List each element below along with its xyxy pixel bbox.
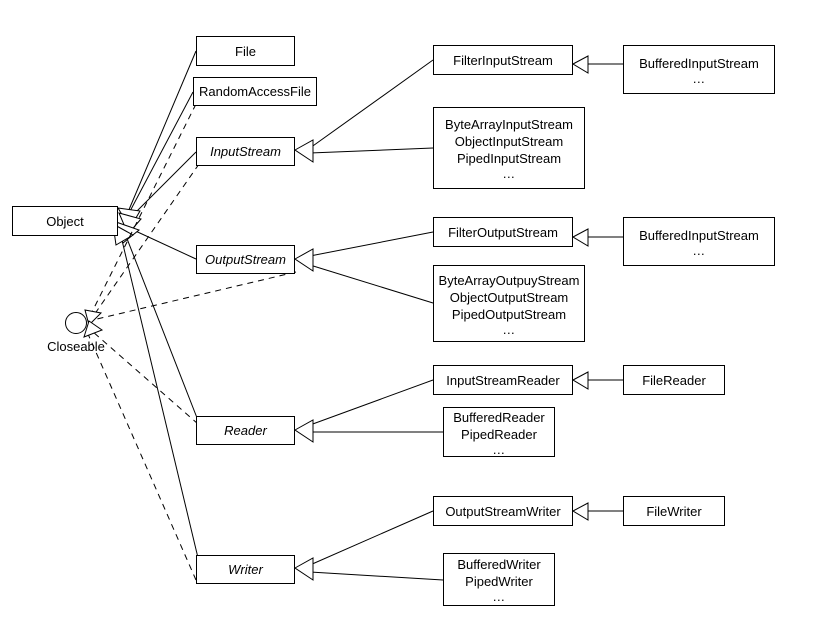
class-label-filter-input-stream: FilterInputStream (453, 52, 553, 68)
edge-filterinputstream-inputstream (309, 59, 434, 149)
class-box-file-reader[interactable]: FileReader (623, 365, 725, 395)
edge-outputstream-closeable (96, 271, 297, 320)
class-box-file[interactable]: File (196, 36, 295, 66)
class-box-buffered-input-stream-1[interactable]: BufferedInputStream... (623, 45, 775, 94)
class-label-ellipsis: ... (692, 70, 706, 86)
class-label-line: ObjectOutputStream (449, 289, 569, 305)
class-label-ellipsis: ... (502, 321, 516, 337)
class-label-filter-output-stream: FilterOutputStream (448, 224, 558, 240)
class-box-output-stream[interactable]: OutputStream (196, 245, 295, 274)
arrowhead-inputstreamreader-right (571, 371, 589, 390)
class-label-line: PipedWriter (465, 574, 533, 589)
class-label-file: File (235, 43, 256, 59)
class-box-input-stream-reader[interactable]: InputStreamReader (433, 365, 573, 395)
class-box-filter-input-stream[interactable]: FilterInputStream (433, 45, 573, 75)
arrowhead-outputstreamwriter-right (571, 502, 589, 521)
edge-writer-object (119, 231, 200, 563)
edge-filteroutputstream-outputstream (309, 231, 434, 257)
class-box-object[interactable]: Object (12, 206, 118, 236)
class-box-buffered-input-stream-2[interactable]: BufferedInputStream... (623, 217, 775, 266)
class-label-object: Object (46, 213, 84, 229)
class-label-writer: Writer (228, 562, 263, 577)
edge-randomaccessfile-object (127, 91, 194, 216)
class-label-ellipsis: ... (492, 589, 506, 604)
class-label-line: ByteArrayInputStream (445, 117, 573, 132)
edge-outputstreamwriter-writer (309, 510, 434, 566)
class-box-input-stream[interactable]: InputStream (196, 137, 295, 166)
edge-bufferedwritergroup-writer (309, 571, 444, 581)
class-label-line: PipedReader (461, 426, 537, 442)
class-label-input-stream-reader: InputStreamReader (446, 372, 560, 388)
class-label-ellipsis: ... (492, 441, 506, 457)
class-label-line: BufferedReader (453, 409, 545, 425)
class-box-writer[interactable]: Writer (196, 555, 295, 584)
arrowhead-file-object (117, 207, 141, 229)
arrowhead-inputstream-right (294, 139, 314, 163)
class-label-line: PipedOutputStream (451, 306, 567, 322)
edge-outputstream-object (128, 227, 197, 260)
edge-inputstream-closeable (93, 163, 200, 316)
class-label-line: BufferedInputStream (639, 55, 759, 71)
edge-inputstreamreader-reader (309, 379, 434, 426)
class-box-random-access-file[interactable]: RandomAccessFile (193, 77, 317, 106)
class-label-input-stream: InputStream (210, 144, 281, 159)
arrowhead-filteroutputstream-right (571, 228, 589, 247)
class-label-ellipsis: ... (502, 166, 516, 181)
class-label-line: BufferedWriter (457, 557, 541, 572)
class-box-filter-output-stream[interactable]: FilterOutputStream (433, 217, 573, 247)
arrowhead-writer-right (294, 557, 314, 581)
class-label-line: PipedInputStream (456, 151, 562, 166)
edge-writer-closeable (87, 333, 197, 581)
class-box-reader[interactable]: Reader (196, 416, 295, 445)
edge-file-object (127, 50, 197, 213)
class-label-line: BufferedInputStream (639, 227, 759, 243)
arrowhead-upper-closeable (84, 309, 103, 326)
class-label-output-stream: OutputStream (205, 252, 286, 267)
class-label-reader: Reader (224, 423, 267, 438)
class-label-ellipsis: ... (692, 242, 706, 258)
class-label-line: ByteArrayOutpuyStream (438, 272, 580, 288)
arrowhead-outputstream-right (294, 248, 314, 272)
realization-edges (87, 103, 297, 581)
generalization-edges (119, 50, 200, 563)
class-label-output-stream-writer: OutputStreamWriter (445, 503, 561, 519)
arrowhead-filterinputstream-right (571, 55, 589, 74)
edge-bytearrayinputgroup-inputstream (309, 147, 434, 154)
interface-label-closeable: Closeable (47, 339, 105, 354)
class-label-random-access-file: RandomAccessFile (199, 84, 311, 99)
class-label-file-reader: FileReader (642, 372, 706, 388)
class-label-file-writer: FileWriter (646, 503, 702, 519)
arrowhead-inputstream-object (118, 212, 142, 235)
arrowhead-reader-right (294, 419, 314, 443)
edge-inputstream-object (128, 151, 197, 220)
edge-reader-object (123, 230, 200, 424)
class-box-file-writer[interactable]: FileWriter (623, 496, 725, 526)
interface-node-closeable[interactable] (65, 312, 87, 334)
class-box-output-stream-writer[interactable]: OutputStreamWriter (433, 496, 573, 526)
class-label-line: ObjectInputStream (454, 134, 564, 149)
arrowhead-outputstream-object (115, 221, 141, 244)
edge-bytearrayoutputgroup-outputstream (309, 264, 434, 304)
